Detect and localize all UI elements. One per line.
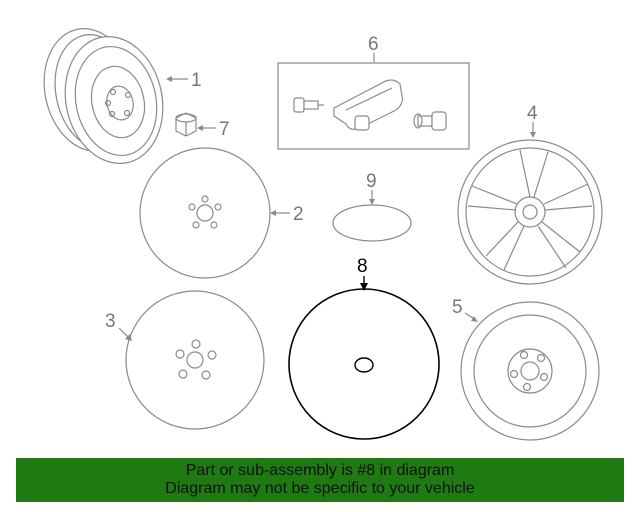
callout-9: 9 [366, 171, 377, 192]
callout-5: 5 [452, 297, 463, 318]
callout-7: 7 [219, 119, 230, 140]
callout-2-leader [270, 210, 290, 216]
banner-line-2: Diagram may not be specific to your vehi… [165, 480, 475, 497]
part-8-highlighted[interactable] [288, 288, 440, 440]
callout-1-leader [166, 76, 188, 82]
info-banner: Part or sub-assembly is #8 in diagram Di… [16, 458, 624, 502]
callout-4-leader [530, 122, 536, 138]
parts-diagram: 1 7 2 [33, 20, 603, 441]
part-7-lug-nut[interactable] [175, 112, 197, 137]
callout-3-leader [118, 327, 132, 341]
banner-line-1: Part or sub-assembly is #8 in diagram [185, 462, 455, 479]
part-1-steel-wheel[interactable] [33, 20, 174, 173]
callout-2: 2 [293, 204, 304, 225]
callout-5-leader [464, 312, 478, 322]
callout-4: 4 [527, 103, 538, 124]
part-2-cap[interactable] [139, 147, 271, 279]
callout-3: 3 [105, 311, 116, 332]
callout-6: 6 [368, 34, 379, 55]
callout-7-leader [197, 125, 216, 131]
callout-1: 1 [191, 70, 202, 91]
callout-8-leader [360, 276, 368, 291]
part-3-disc[interactable] [125, 290, 265, 430]
part-5-spare-wheel[interactable] [460, 301, 600, 441]
part-4-alloy-wheel[interactable] [457, 139, 603, 285]
callout-8: 8 [357, 256, 368, 277]
part-6-tpms-sensor-kit[interactable] [277, 62, 470, 150]
callout-9-leader [369, 190, 375, 205]
part-9-emblem[interactable] [332, 204, 412, 242]
alloy-spokes [467, 149, 593, 271]
